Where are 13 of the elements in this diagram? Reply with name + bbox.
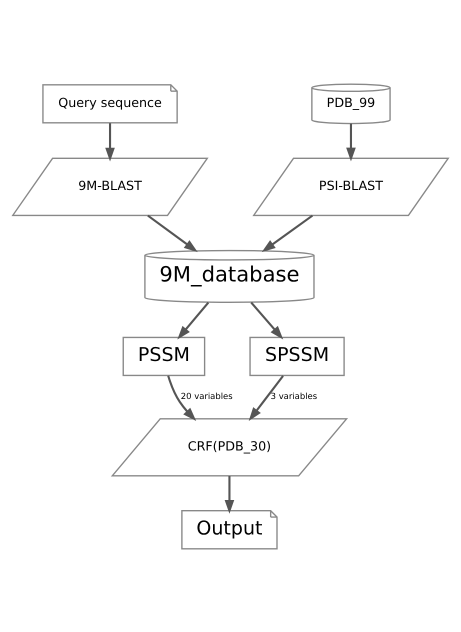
- edge-label: 3 variables: [270, 390, 318, 401]
- arrow: [167, 374, 196, 421]
- arrow: [248, 374, 284, 420]
- edge-label: 20 variables: [180, 390, 233, 401]
- arrow: [346, 123, 356, 161]
- node-box: SPSSM: [249, 336, 345, 376]
- arrow: [177, 301, 210, 339]
- arrow: [224, 476, 234, 514]
- node-box: PSSM: [122, 336, 206, 376]
- arrow: [147, 214, 198, 252]
- arrow: [262, 214, 314, 252]
- arrow: [250, 301, 284, 339]
- arrow: [105, 122, 115, 161]
